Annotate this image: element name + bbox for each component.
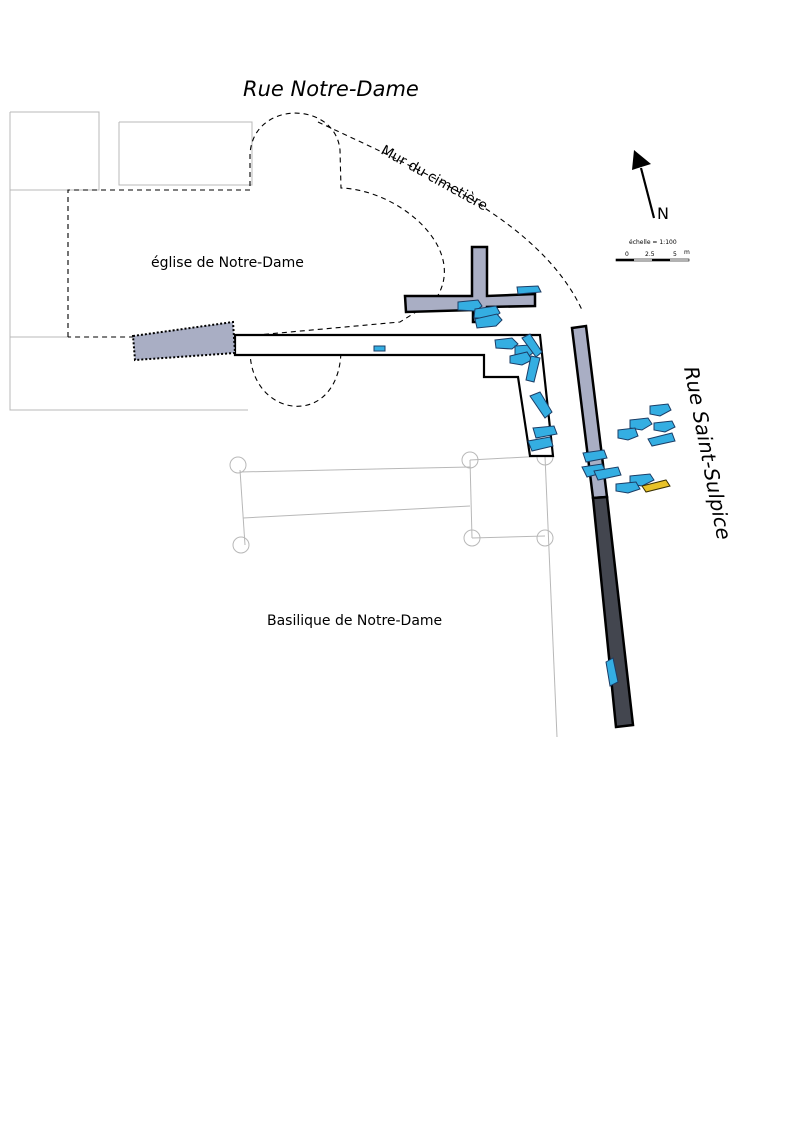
mur-cimetiere-label: Mur du cimetière [378, 143, 490, 215]
north-arrow-head-icon [632, 150, 651, 170]
scale-tick-0: 0 [625, 251, 629, 258]
eglise-label: église de Notre-Dame [151, 255, 304, 271]
rue-notre-dame-label: Rue Notre-Dame [243, 77, 419, 101]
scale-bar: échelle = 1:100 0 2.5 5 m [615, 239, 690, 262]
burials [373, 285, 676, 687]
wall-fragment-west [131, 320, 237, 362]
basilica-outline [229, 448, 558, 738]
basilique-label: Basilique de Notre-Dame [267, 613, 442, 629]
scale-tick-2-5: 2.5 [645, 251, 655, 258]
scale-tick-5: 5 [673, 251, 677, 258]
wall-segments [403, 245, 635, 729]
neighbouring-buildings [9, 111, 253, 411]
foundation-outline [233, 333, 555, 458]
rue-saint-sulpice-label: Rue Saint-Sulpice [679, 364, 736, 541]
north-arrow: N [632, 150, 669, 223]
scale-unit: m [684, 249, 690, 256]
north-letter: N [657, 204, 669, 223]
eglise-dashed-outline [67, 112, 583, 407]
scale-title: échelle = 1:100 [629, 239, 677, 246]
